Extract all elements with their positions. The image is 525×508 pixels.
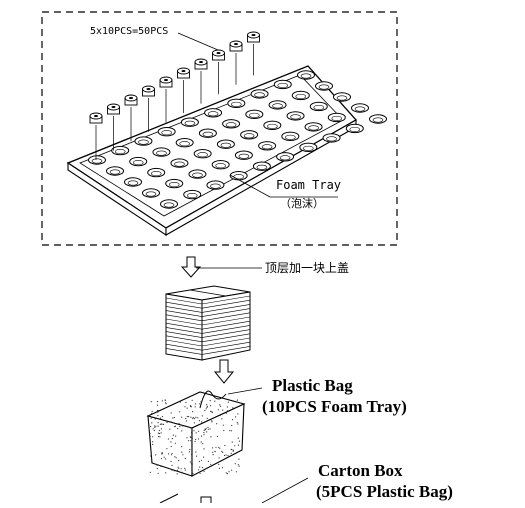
down-arrow-icon [213,359,235,384]
tray-holes [88,70,387,209]
plastic-bag-subtitle: (10PCS Foam Tray) [262,397,407,416]
foam-tray [66,65,387,237]
tray-leader-diag [229,174,271,198]
count-leader [177,32,219,51]
carton-box-title: Carton Box [318,461,403,480]
tray-frame [41,11,398,246]
carton-box-subtitle: (5PCS Plastic Bag) [316,482,453,501]
count-label: 5x10PCS=50PCS [90,26,169,37]
caps [89,31,260,160]
foam-tray-label: Foam Tray [276,178,342,192]
top-cover-note: 顶层加一块上盖 [265,261,350,275]
foam-tray-label-cn: （泡沫） [280,197,324,210]
down-arrow-icon [180,256,202,278]
carton-box [159,477,309,504]
plastic-bag-title: Plastic Bag [272,376,353,395]
plastic-bag [146,390,246,477]
bag-leader [227,387,263,395]
tray-stack [165,285,251,361]
